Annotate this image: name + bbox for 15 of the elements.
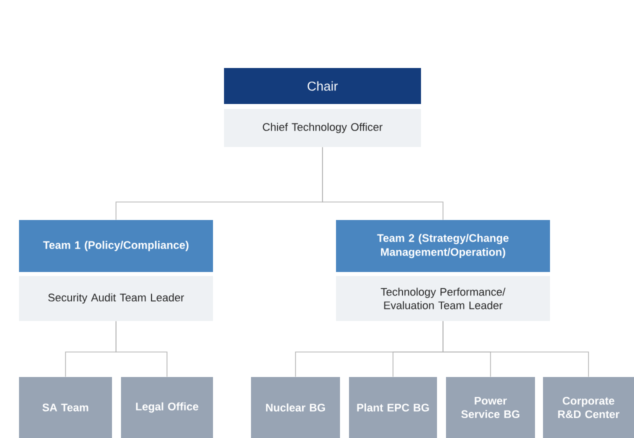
- unit-box: Nuclear BG: [251, 377, 340, 438]
- title-box: Technology Performance/ Evaluation Team Leader: [336, 276, 550, 321]
- team-box: Team 2 (Strategy/Change Management/Operation): [336, 220, 550, 272]
- title-box: Chief Technology Officer: [224, 109, 421, 147]
- unit-box: SA Team: [19, 377, 112, 438]
- unit-box: Power Service BG: [446, 377, 535, 438]
- unit-box: Plant EPC BG: [349, 377, 437, 438]
- unit-box: Legal Office: [121, 377, 213, 438]
- chair-box: Chair: [224, 68, 421, 104]
- connector-line: [322, 146, 444, 220]
- unit-box: Corporate R&D Center: [543, 377, 634, 438]
- connector-line: [442, 320, 589, 378]
- title-box: Security Audit Team Leader: [19, 276, 213, 321]
- team-box: Team 1 (Policy/Compliance): [19, 220, 213, 272]
- connector-line: [116, 320, 168, 378]
